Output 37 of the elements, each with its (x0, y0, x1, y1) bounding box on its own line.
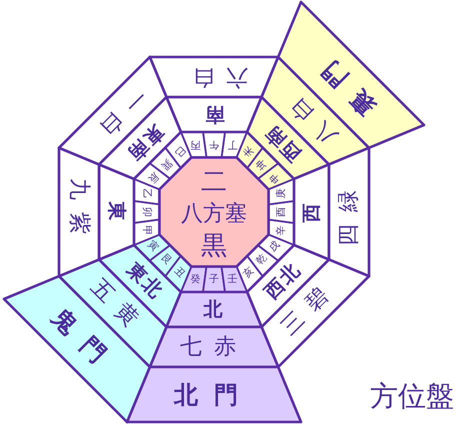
star-label: 六白 (180, 64, 248, 90)
mountain-label: 丙 (190, 139, 200, 150)
mountain-label: 甲 (140, 226, 152, 236)
star-label: 四緑 (336, 178, 362, 246)
mountain-label: 乙 (141, 188, 152, 198)
star-label: 九紫 (66, 178, 92, 246)
mountain-label: 坤 (254, 156, 270, 172)
mountain-label: 壬 (228, 274, 238, 285)
mountain-label: 申 (267, 170, 282, 185)
direction-label: 北 (204, 298, 224, 320)
direction-label: 西 (300, 202, 322, 222)
mountain-label: 午 (209, 139, 219, 150)
star-label: 七赤 (180, 334, 248, 360)
mountain-label: 未 (241, 144, 256, 158)
mountain-label: 癸 (190, 274, 200, 285)
mountain-label: 亥 (241, 265, 256, 280)
mountain-label: 酉 (276, 207, 287, 217)
center-label: 二 (201, 167, 227, 197)
mountain-label: 戌 (268, 239, 282, 254)
gate-label: 北門 (174, 380, 254, 409)
caption-text: 方位盤 (370, 380, 454, 412)
mountain-label: 艮 (158, 252, 174, 268)
direction-label: 南 (204, 104, 224, 126)
mountain-label: 巽 (158, 156, 174, 172)
mountain-label: 乾 (254, 252, 270, 268)
mountain-label: 卯 (141, 207, 152, 217)
mountain-label: 辛 (276, 226, 288, 236)
mountain-label: 庚 (276, 188, 287, 198)
direction-label: 東 (106, 202, 128, 222)
mountain-label: 丑 (172, 265, 187, 280)
mountain-label: 子 (209, 274, 219, 285)
mountain-label: 辰 (146, 170, 161, 185)
mountain-label: 寅 (146, 239, 160, 254)
mountain-label: 丁 (228, 139, 238, 150)
center-label: 黒 (201, 231, 227, 261)
mountain-label: 巳 (172, 144, 187, 158)
center-label: 八方塞 (181, 202, 247, 226)
